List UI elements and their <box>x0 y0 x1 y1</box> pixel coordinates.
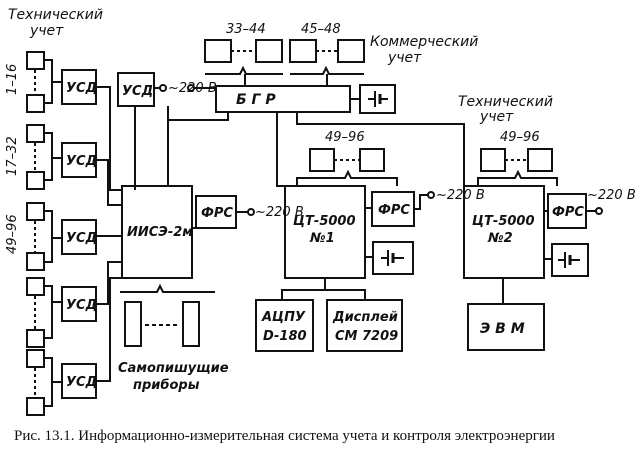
heading-tech-left-2: учет <box>29 23 64 39</box>
range-label-2: 17–32 <box>5 136 20 176</box>
range-label-3: 49–96 <box>5 214 20 254</box>
bgr-battery-block <box>359 84 396 114</box>
display-label-2: СМ 7209 <box>335 329 398 344</box>
recorders-label-1: Самопишущие <box>118 361 229 376</box>
battery-icon <box>558 252 580 268</box>
usd-label: УСД <box>66 81 97 96</box>
figure-caption: Рис. 13.1. Информационно-измерительная с… <box>14 427 634 445</box>
power-label: ~220 В <box>587 188 636 203</box>
frs-label: ФРС <box>378 203 410 218</box>
ct2-battery-block <box>551 243 589 277</box>
caption-text: Рис. 13.1. Информационно-измерительная с… <box>14 428 555 444</box>
range-label-mid2: 49–96 <box>500 130 540 145</box>
evm-label: Э В М <box>480 321 525 337</box>
sensor-group-1 <box>26 51 62 113</box>
ct2-label-1: ЦТ-5000 <box>472 214 535 229</box>
heading-commercial-1: Коммерческий <box>370 34 478 50</box>
acpu-block <box>255 299 314 352</box>
ct1-battery-block <box>372 241 414 275</box>
range-label-mid1: 49–96 <box>325 130 365 145</box>
range-label-1: 1–16 <box>5 64 20 95</box>
usd-label: УСД <box>66 231 97 246</box>
recorders-brace <box>120 283 215 293</box>
power-label: ~220 В <box>255 205 304 220</box>
sensor-group-4 <box>26 277 62 348</box>
acpu-label-1: АЦПУ <box>261 310 306 325</box>
usd-label: УСД <box>66 375 97 390</box>
ct2-label-2: №2 <box>487 231 513 246</box>
battery-icons <box>368 91 580 268</box>
ct1-label-1: ЦТ-5000 <box>293 214 356 229</box>
range-label-top1: 33–44 <box>226 22 266 37</box>
range-label-top2: 45–48 <box>301 22 341 37</box>
iise-label: ИИСЭ-2м <box>127 225 193 240</box>
display-block <box>326 299 403 352</box>
frs-label: ФРС <box>552 205 584 220</box>
heading-tech-right-2: учет <box>479 109 514 125</box>
heading-tech-left-1: Технический <box>8 7 103 23</box>
sensor-group-5 <box>26 349 62 416</box>
usd-label: УСД <box>66 154 97 169</box>
usd-label: УСД <box>66 298 97 313</box>
power-label: ~220 В <box>436 188 485 203</box>
battery-icon <box>368 91 388 107</box>
ct1-label-2: №1 <box>309 231 335 246</box>
battery-icon <box>381 250 404 266</box>
recorders-label-2: приборы <box>133 378 200 393</box>
heading-tech-right-1: Технический <box>458 94 553 110</box>
display-label-1: Дисплей <box>332 310 398 325</box>
frs-label: ФРС <box>201 206 233 221</box>
sensor-group-2 <box>26 124 62 190</box>
usd-label: УСД <box>122 84 153 99</box>
heading-commercial-2: учет <box>387 50 422 66</box>
iise-block <box>121 185 193 279</box>
power-label: ~220 В <box>168 81 217 96</box>
sensor-group-3 <box>26 202 62 271</box>
evm-block <box>467 303 545 351</box>
acpu-label-2: D-180 <box>263 329 307 344</box>
bgr-label: Б Г Р <box>236 92 276 108</box>
